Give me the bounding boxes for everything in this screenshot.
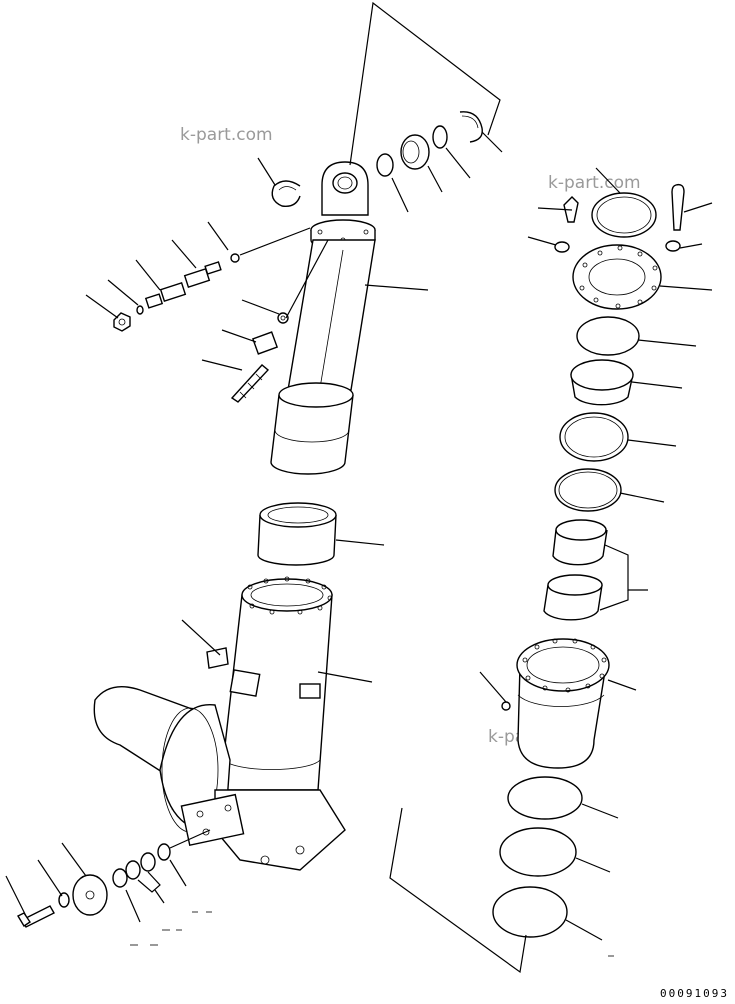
grease-fittings bbox=[113, 227, 329, 403]
watermark: k-part.com bbox=[548, 173, 641, 193]
bushing bbox=[257, 502, 337, 566]
top-seals bbox=[376, 111, 483, 177]
watermark: k-part.com bbox=[180, 125, 273, 145]
bottom-left-parts bbox=[17, 829, 211, 928]
leader-lines bbox=[5, 131, 713, 941]
top-bracket bbox=[349, 1, 501, 166]
spindle-base bbox=[93, 686, 346, 871]
right-parts-kit bbox=[389, 183, 685, 974]
label-stubs bbox=[130, 911, 614, 957]
upper-cylinder bbox=[270, 161, 376, 475]
snap-ring bbox=[271, 180, 301, 207]
lower-housing bbox=[206, 576, 333, 791]
drawing-code: 00091093 bbox=[660, 987, 729, 1000]
